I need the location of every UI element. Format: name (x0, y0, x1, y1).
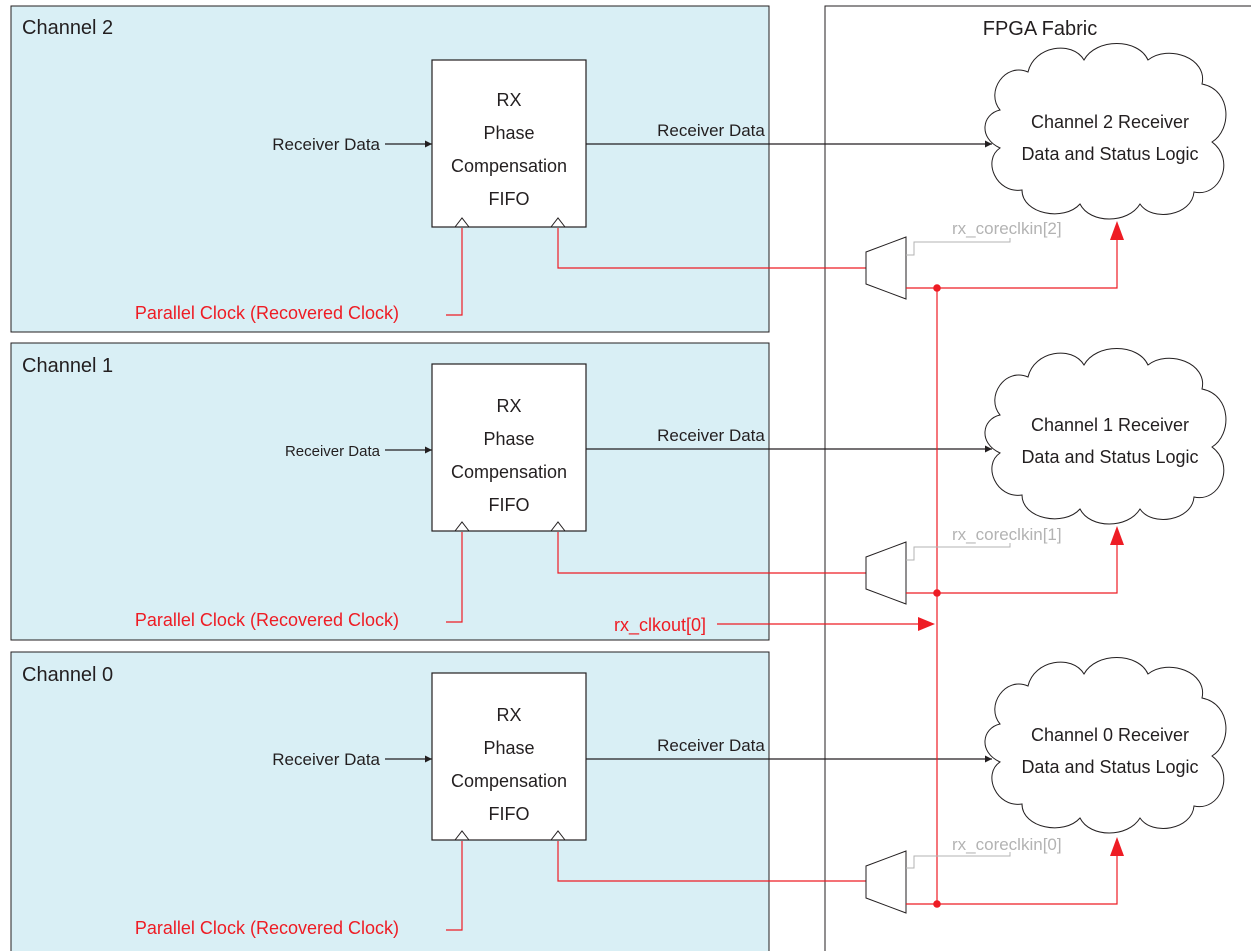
channel-1-mux-shape (865, 541, 907, 605)
channel-2-logic-line-1: Channel 2 Receiver (1031, 112, 1189, 132)
channel-1-rx-in-label: Receiver Data (285, 443, 381, 460)
channel-0-fifo-line-1: RX (496, 705, 521, 725)
channel-2-logic-clock-wire (906, 236, 1118, 289)
channel-0-junction (933, 900, 941, 908)
channel-2-rx-in-label: Receiver Data (272, 135, 380, 154)
clkout-arrowhead (918, 617, 935, 631)
channel-1-rx-out-label: Receiver Data (657, 426, 765, 445)
channel-2-title: Channel 2 (22, 17, 113, 39)
channel-2-fifo-line-1: RX (496, 90, 521, 110)
channel-2-rx-out-label: Receiver Data (657, 121, 765, 140)
channel-1-logic-line-2: Data and Status Logic (1021, 447, 1198, 467)
channel-2-fifo-block: RX Phase Compensation FIFO (431, 59, 587, 228)
channel-0-clock-mux: rx_coreclkin[0] (557, 835, 1124, 914)
channel-2-junction (933, 284, 941, 292)
channel-1-junction (933, 589, 941, 597)
channel-0-fifo-line-4: FIFO (489, 804, 530, 824)
channel-2-parallel-clock-wire (446, 228, 463, 316)
channel-2-coreclk-wire (906, 238, 1011, 256)
channel-1-fifo-line-1: RX (496, 396, 521, 416)
channel-1-group: Channel 1 Receiver Data RX Phase Compens… (10, 342, 992, 641)
channel-1-panel (10, 342, 770, 641)
channel-0-fifo-clock-wire (557, 841, 866, 882)
channel-1-coreclk-label: rx_coreclkin[1] (952, 525, 1062, 544)
channel-0-panel (10, 651, 770, 951)
channel-0-receiver-logic-cloud: Channel 0 Receiver Data and Status Logic (984, 657, 1227, 834)
channel-2-coreclk-label: rx_coreclkin[2] (952, 219, 1062, 238)
channel-2-mux-shape (865, 236, 907, 300)
channel-2-fifo-line-4: FIFO (489, 189, 530, 209)
channel-2-logic-clock-arrowhead (1110, 221, 1124, 240)
channel-1-logic-clock-arrowhead (1110, 526, 1124, 545)
channel-1-title: Channel 1 (22, 355, 113, 377)
channel-0-logic-line-1: Channel 0 Receiver (1031, 725, 1189, 745)
channel-2-fifo-line-3: Compensation (451, 156, 567, 176)
channel-2-parallel-clock-label: Parallel Clock (Recovered Clock) (135, 303, 399, 323)
channel-1-receiver-logic-cloud: Channel 1 Receiver Data and Status Logic (984, 348, 1227, 525)
channel-0-parallel-clock-label: Parallel Clock (Recovered Clock) (135, 918, 399, 938)
channel-1-fifo-line-3: Compensation (451, 462, 567, 482)
clock-network: rx_coreclkin[2] rx_coreclkin[1] rx_corec… (557, 219, 1124, 914)
channel-1-coreclk-wire (906, 543, 1011, 561)
channel-0-rx-out-label: Receiver Data (657, 736, 765, 755)
channel-1-fifo-block: RX Phase Compensation FIFO (431, 363, 587, 532)
channel-0-fifo-line-3: Compensation (451, 771, 567, 791)
channel-0-fifo-block: RX Phase Compensation FIFO (431, 672, 587, 841)
fpga-fabric-title: FPGA Fabric (983, 18, 1097, 40)
channel-1-clock-mux: rx_coreclkin[1] (557, 525, 1124, 605)
channel-0-mux-shape (865, 850, 907, 914)
channel-1-fifo-line-2: Phase (483, 429, 534, 449)
channel-0-logic-clock-arrowhead (1110, 837, 1124, 856)
channel-1-logic-clock-wire (906, 541, 1118, 594)
channel-0-title: Channel 0 (22, 664, 113, 686)
channel-0-coreclk-label: rx_coreclkin[0] (952, 835, 1062, 854)
channel-1-fifo-line-4: FIFO (489, 495, 530, 515)
channel-2-group: Channel 2 Receiver Data RX Phase Compens… (10, 5, 992, 333)
channel-1-parallel-clock-label: Parallel Clock (Recovered Clock) (135, 610, 399, 630)
channel-2-receiver-logic-cloud: Channel 2 Receiver Data and Status Logic (984, 43, 1227, 220)
channel-2-fifo-line-2: Phase (483, 123, 534, 143)
channel-0-group: Channel 0 Receiver Data RX Phase Compens… (10, 651, 992, 951)
channel-0-coreclk-wire (906, 852, 1011, 869)
channel-2-logic-line-2: Data and Status Logic (1021, 144, 1198, 164)
channel-1-logic-line-1: Channel 1 Receiver (1031, 415, 1189, 435)
channel-0-logic-clock-wire (906, 852, 1118, 905)
channel-1-parallel-clock-wire (446, 532, 463, 623)
channel-0-parallel-clock-wire (446, 841, 463, 931)
channel-2-fifo-clock-wire (557, 228, 866, 269)
clkout-label: rx_clkout[0] (614, 615, 706, 636)
channel-2-panel (10, 5, 770, 333)
channel-1-fifo-clock-wire (557, 532, 866, 574)
channel-0-fifo-line-2: Phase (483, 738, 534, 758)
channel-2-clock-mux: rx_coreclkin[2] (557, 219, 1124, 300)
channel-0-logic-line-2: Data and Status Logic (1021, 757, 1198, 777)
channel-0-rx-in-label: Receiver Data (272, 750, 380, 769)
